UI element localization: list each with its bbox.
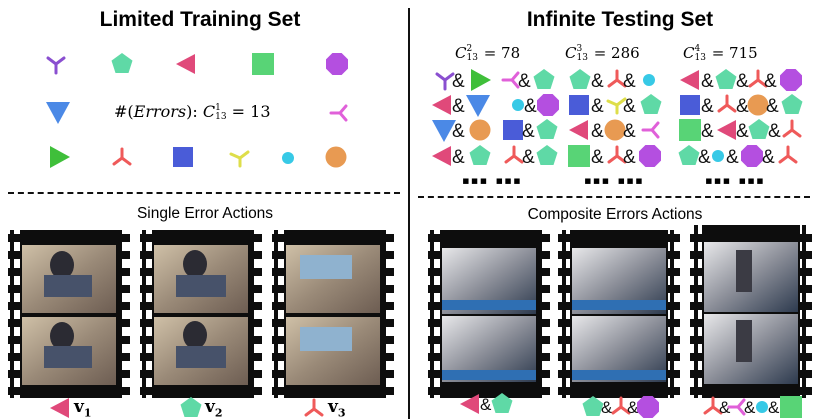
legend-v1: v1 (74, 397, 92, 420)
svg-text:&: & (701, 71, 714, 92)
ellipsis-col1: ▪▪▪ ▪▪▪ (462, 168, 522, 193)
svg-text:&: & (452, 71, 465, 92)
film-strips (8, 225, 812, 398)
legend-icons-right: & && &&& (460, 393, 802, 418)
svg-text:&: & (591, 71, 604, 92)
svg-text:&: & (627, 398, 639, 417)
svg-text:&: & (518, 71, 531, 92)
svg-text:&: & (768, 121, 781, 142)
right-title: Infinite Testing Set (526, 8, 714, 31)
film-strip-v2 (140, 230, 262, 398)
film-strip-composite-2 (558, 230, 680, 398)
svg-text:&: & (524, 96, 537, 117)
svg-text:&: & (744, 398, 756, 417)
legend-icons-left (50, 397, 324, 418)
svg-text:&: & (736, 71, 749, 92)
svg-text:&: & (623, 96, 636, 117)
svg-text:&: & (601, 398, 613, 417)
svg-text:&: & (480, 395, 492, 414)
svg-text:&: & (762, 147, 775, 168)
film-strip-v1 (8, 230, 130, 398)
legend-v3: v3 (328, 397, 346, 420)
svg-text:&: & (736, 96, 749, 117)
composite-error-label: Composite Errors Actions (527, 206, 703, 223)
svg-text:&: & (452, 147, 465, 168)
svg-text:&: & (623, 147, 636, 168)
svg-text:&: & (764, 71, 777, 92)
legend-v2: v2 (205, 397, 223, 420)
svg-text:&: & (591, 147, 604, 168)
ellipsis-col2: ▪▪▪ ▪▪▪ (584, 168, 644, 193)
svg-text:&: & (766, 96, 779, 117)
svg-text:&: & (726, 147, 739, 168)
film-strip-composite-3 (690, 225, 812, 398)
svg-text:&: & (623, 121, 636, 142)
svg-text:&: & (591, 96, 604, 117)
svg-text:&: & (768, 398, 780, 417)
testing-combination-grid: & & & & & & & & && && && && &&& &&& &&& … (432, 69, 803, 168)
svg-text:&: & (736, 121, 749, 142)
left-dashed-separator (8, 192, 400, 194)
ellipsis-col3: ▪▪▪ ▪▪▪ (705, 168, 765, 193)
right-dashed-separator (418, 196, 810, 198)
svg-text:&: & (522, 121, 535, 142)
svg-text:&: & (701, 121, 714, 142)
svg-text:&: & (623, 71, 636, 92)
center-divider (408, 8, 410, 419)
svg-text:&: & (701, 96, 714, 117)
svg-text:&: & (452, 96, 465, 117)
film-strip-composite-1 (428, 230, 550, 398)
left-title: Limited Training Set (99, 8, 301, 31)
film-strip-v3 (272, 230, 394, 398)
svg-text:&: & (719, 398, 731, 417)
svg-text:&: & (591, 121, 604, 142)
svg-text:&: & (698, 147, 711, 168)
svg-text:&: & (522, 147, 535, 168)
single-error-label: Single Error Actions (136, 205, 274, 222)
svg-text:&: & (452, 121, 465, 142)
training-symbol-grid (46, 53, 348, 168)
